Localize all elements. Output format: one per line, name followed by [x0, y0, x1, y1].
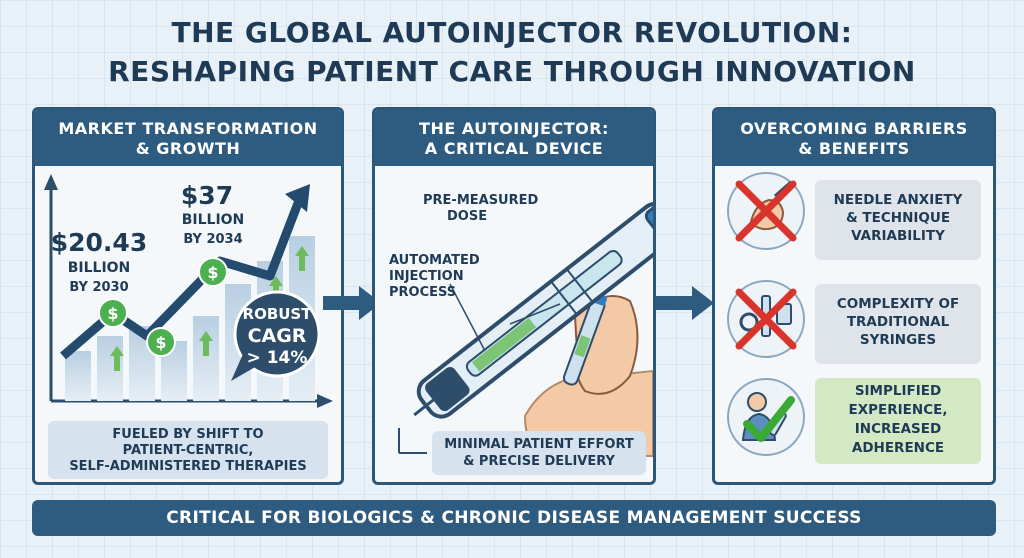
cagr-line1: ROBUST [243, 305, 313, 323]
market-note-line3: SELF-ADMINISTERED THERAPIES [69, 459, 307, 474]
barrier-item-line1: COMPLEXITY OF [836, 296, 960, 312]
market-growth-illustration: $ $ $ $20.43 BILLION BY 2030 $37 BILLION… [44, 174, 333, 408]
syringe-tools-icon [727, 280, 805, 358]
value-2030: $20.43 [51, 228, 147, 257]
label-auto-line2: INJECTION [389, 269, 464, 284]
growth-arrow-head [285, 184, 310, 212]
market-note-line2: PATIENT-CENTRIC, [122, 443, 254, 458]
device-panel: THE AUTOINJECTOR: A CRITICAL DEVICE [372, 107, 656, 485]
autoinjector-pen-icon [413, 200, 653, 419]
market-heading-line2: & GROWTH [135, 139, 241, 158]
barrier-item-line2: TRADITIONAL [846, 314, 950, 330]
barrier-item-line1: NEEDLE ANXIETY [833, 192, 963, 208]
page-title-line1: THE GLOBAL AUTOINJECTOR REVOLUTION: [171, 16, 853, 49]
barrier-item-line3: VARIABILITY [851, 228, 945, 244]
barriers-panel-header: OVERCOMING BARRIERS & BENEFITS [715, 110, 993, 166]
market-note: FUELED BY SHIFT TO PATIENT-CENTRIC, SELF… [48, 421, 328, 479]
value-2034: $37 [181, 181, 233, 210]
device-note-line1: MINIMAL PATIENT EFFORT [444, 437, 634, 452]
device-heading-line2: A CRITICAL DEVICE [424, 139, 604, 158]
cagr-badge: ROBUST CAGR > 14% [231, 290, 321, 381]
up-arrow-icons [110, 246, 309, 371]
flow-arrow-1 [323, 286, 381, 320]
market-panel: MARKET TRANSFORMATION & GROWTH [32, 107, 344, 485]
dollar-coin-icons: $ $ $ [98, 257, 228, 357]
flow-arrow-2 [656, 286, 714, 320]
label-auto-line3: PROCESS [389, 285, 456, 300]
device-heading-line1: THE AUTOINJECTOR: [419, 119, 609, 138]
label-auto-line1: AUTOMATED [389, 253, 480, 268]
benefit-item-line2: EXPERIENCE, [848, 402, 948, 418]
barrier-item-line3: SYRINGES [859, 332, 937, 348]
benefit-item-line4: ADHERENCE [851, 440, 945, 456]
unit-2030: BILLION [68, 260, 131, 276]
device-note: MINIMAL PATIENT EFFORT & PRECISE DELIVER… [432, 431, 646, 475]
label-dose-line1: PRE-MEASURED [423, 193, 539, 208]
barriers-heading-line2: & BENEFITS [798, 139, 910, 158]
benefit-item-line3: INCREASED [854, 421, 942, 437]
svg-text:$: $ [155, 333, 166, 352]
svg-text:$: $ [107, 304, 118, 323]
benefit-item-line1: SIMPLIFIED [854, 383, 942, 399]
market-note-line1: FUELED BY SHIFT TO [112, 427, 264, 442]
page-title-line2: RESHAPING PATIENT CARE THROUGH INNOVATIO… [108, 55, 916, 88]
benefit-item-simplified-experience: SIMPLIFIED EXPERIENCE, INCREASED ADHEREN… [815, 378, 981, 464]
barrier-item-needle-anxiety: NEEDLE ANXIETY & TECHNIQUE VARIABILITY [815, 180, 981, 260]
auto-leader-line [449, 283, 486, 352]
dose-leader-line [509, 303, 561, 325]
svg-text:$: $ [207, 263, 218, 282]
barrier-item-line2: & TECHNIQUE [845, 210, 951, 226]
cagr-line3: > 14% [247, 348, 308, 368]
device-note-line2: & PRECISE DELIVERY [463, 454, 615, 469]
unit-2034: BILLION [182, 212, 245, 228]
label-dose-line2: DOSE [447, 209, 487, 224]
needle-anxiety-icon [727, 172, 805, 250]
barrier-item-syringes: COMPLEXITY OF TRADITIONAL SYRINGES [815, 284, 981, 364]
market-heading-line1: MARKET TRANSFORMATION [58, 119, 318, 138]
footer-banner: CRITICAL FOR BIOLOGICS & CHRONIC DISEASE… [32, 500, 996, 536]
patient-autoinjector-icon [727, 378, 805, 456]
year-2034: BY 2034 [183, 232, 242, 247]
year-2030: BY 2030 [69, 280, 128, 295]
device-panel-header: THE AUTOINJECTOR: A CRITICAL DEVICE [375, 110, 653, 166]
cagr-line2: CAGR [248, 325, 307, 347]
barriers-heading-line1: OVERCOMING BARRIERS [740, 119, 968, 138]
market-panel-header: MARKET TRANSFORMATION & GROWTH [35, 110, 341, 166]
